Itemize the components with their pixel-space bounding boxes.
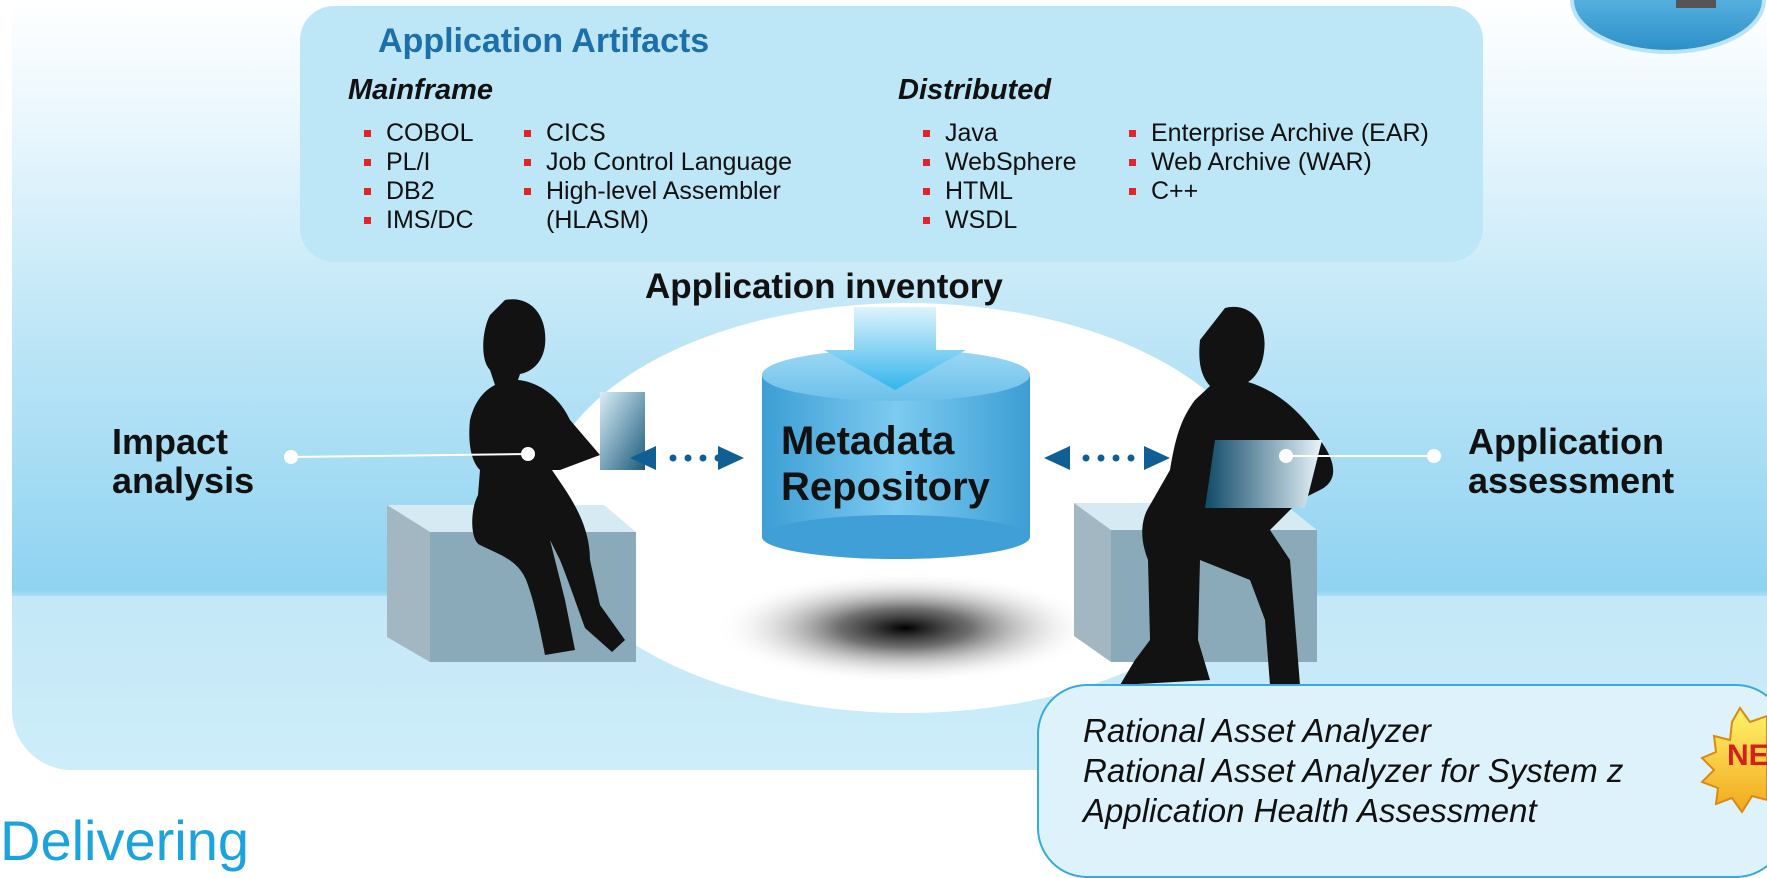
application-assessment-label: Application assessment	[1468, 422, 1674, 500]
product-item: Application Health Assessment	[1083, 792, 1537, 829]
repository-label: Metadata Repository	[781, 418, 990, 510]
list-item: COBOL	[362, 119, 474, 148]
mainframe-list-1: COBOL PL/I DB2 IMS/DC	[362, 119, 474, 235]
distributed-heading: Distributed	[898, 74, 1052, 106]
impact-connector	[284, 447, 535, 464]
distributed-list-2: Enterprise Archive (EAR) Web Archive (WA…	[1127, 119, 1429, 206]
list-item: WSDL	[921, 206, 1077, 235]
mainframe-heading: Mainframe	[348, 74, 494, 106]
repository-label-line: Repository	[781, 465, 990, 509]
list-item: Java	[921, 119, 1077, 148]
list-item: (HLASM)	[546, 206, 649, 234]
products-list: Rational Asset Analyzer Rational Asset A…	[1083, 711, 1623, 831]
list-item: C++	[1127, 177, 1429, 206]
list-item: DB2	[362, 177, 474, 206]
list-item: PL/I	[362, 148, 474, 177]
corner-globe-graphic	[1570, 0, 1766, 54]
artifacts-box	[300, 6, 1483, 262]
impact-analysis-label: Impact analysis	[112, 422, 254, 500]
list-item: IMS/DC	[362, 206, 474, 235]
application-assessment-line: assessment	[1468, 460, 1675, 501]
list-item: HTML	[921, 177, 1077, 206]
footer-heading: Delivering	[0, 809, 249, 872]
distributed-list-1: Java WebSphere HTML WSDL	[921, 119, 1077, 235]
product-item: Rational Asset Analyzer	[1083, 712, 1431, 749]
list-item: Enterprise Archive (EAR)	[1127, 119, 1429, 148]
diagram-graphics	[284, 0, 1766, 685]
artifacts-title: Application Artifacts	[378, 22, 710, 60]
right-bidirectional-arrow	[1044, 446, 1170, 470]
impact-analysis-line: Impact	[112, 421, 229, 462]
list-item: Job Control Language	[522, 148, 792, 177]
product-item: Rational Asset Analyzer for System z	[1083, 752, 1624, 789]
inventory-label: Application inventory	[645, 267, 1003, 306]
metadata-cylinder	[762, 349, 1030, 559]
woman-silhouette	[469, 299, 625, 655]
man-laptop	[1205, 440, 1322, 508]
list-item: CICS	[522, 119, 792, 148]
assessment-connector	[1279, 449, 1441, 463]
inventory-arrow	[824, 307, 966, 390]
application-assessment-line: Application	[1468, 421, 1664, 462]
impact-analysis-line: analysis	[112, 460, 255, 501]
list-item: WebSphere	[921, 148, 1077, 177]
repository-label-line: Metadata	[781, 419, 955, 463]
mainframe-list-2: CICS Job Control Language High-level Ass…	[522, 119, 792, 235]
woman-laptop	[600, 392, 645, 470]
list-item: Web Archive (WAR)	[1127, 148, 1429, 177]
list-item: High-level Assembler	[522, 177, 792, 206]
repository-shadow	[715, 572, 1095, 684]
left-bidirectional-arrow	[630, 446, 744, 470]
